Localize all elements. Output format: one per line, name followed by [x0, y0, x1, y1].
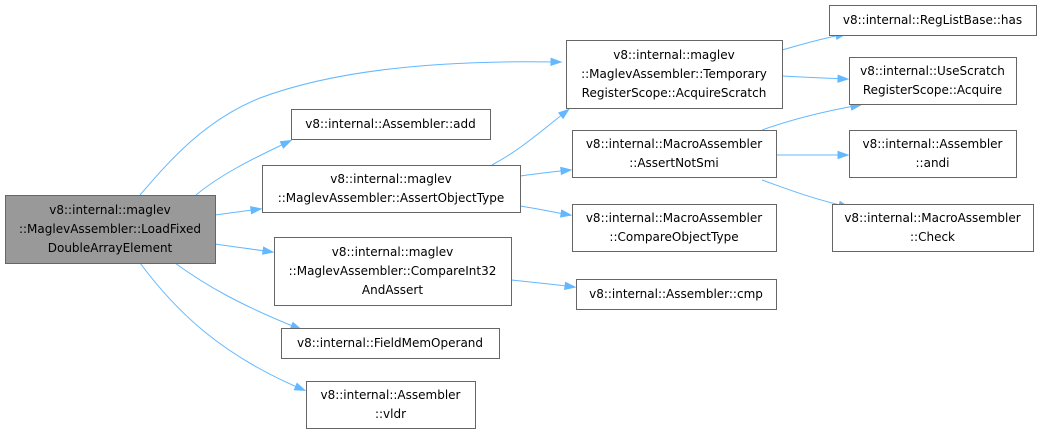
- node-label-line: v8::internal::maglev: [330, 172, 451, 186]
- edge-line: [139, 262, 305, 391]
- node-compareInt32[interactable]: v8::internal::maglev::MaglevAssembler::C…: [274, 237, 512, 306]
- node-label-line: ::AssertNotSmi: [629, 156, 718, 170]
- node-box: [281, 328, 500, 359]
- node-label-line: DoubleArrayElement: [48, 241, 173, 255]
- node-box: [262, 165, 521, 213]
- node-label-line: v8::internal::maglev: [613, 48, 734, 62]
- node-label-line: ::MaglevAssembler::LoadFixed: [19, 222, 201, 236]
- edge-acquireScratch-to-useScratchAcquire: [781, 74, 850, 83]
- node-box: [306, 381, 476, 429]
- node-label-line: RegisterScope::Acquire: [863, 83, 1002, 97]
- edge-arrowhead: [559, 209, 573, 218]
- node-label-line: ::MaglevAssembler::AssertObjectType: [278, 191, 505, 205]
- edge-line: [781, 75, 848, 80]
- node-label-line: ::MaglevAssembler::Temporary: [581, 67, 767, 81]
- edge-line: [174, 262, 301, 330]
- node-label-line: v8::internal::maglev: [332, 245, 453, 259]
- edge-arrowhead: [293, 382, 307, 391]
- node-box: [832, 204, 1034, 252]
- node-box: [274, 237, 512, 306]
- node-label-line: v8::internal::Assembler: [862, 137, 1002, 151]
- node-vldr[interactable]: v8::internal::Assembler::vldr: [306, 381, 476, 429]
- node-label-line: v8::internal::MacroAssembler: [586, 211, 762, 225]
- node-label-line: ::Check: [910, 230, 955, 244]
- edge-line: [139, 61, 561, 196]
- edge-root-to-compareInt32: [214, 243, 275, 255]
- edge-root-to-vldr: [139, 262, 307, 391]
- node-label-line: v8::internal::Assembler::cmp: [589, 287, 763, 301]
- node-check[interactable]: v8::internal::MacroAssembler::Check: [832, 204, 1034, 252]
- node-label-line: ::vldr: [375, 407, 406, 421]
- edge-root-to-assertObjectType: [214, 206, 263, 216]
- node-root[interactable]: v8::internal::maglev::MaglevAssembler::L…: [5, 195, 216, 264]
- edge-arrowhead: [564, 281, 577, 290]
- node-fieldMemOperand[interactable]: v8::internal::FieldMemOperand: [281, 328, 500, 359]
- node-add[interactable]: v8::internal::Assembler::add: [291, 109, 491, 140]
- edge-arrowhead: [279, 139, 293, 149]
- node-label-line: v8::internal::MacroAssembler: [586, 137, 762, 151]
- edge-assertObjectType-to-assertNotSmi: [519, 166, 573, 177]
- edge-assertObjectType-to-compareObjectType: [519, 205, 573, 218]
- node-useScratchAcquire[interactable]: v8::internal::UseScratchRegisterScope::A…: [849, 57, 1017, 105]
- node-box: [566, 40, 783, 109]
- edge-arrowhead: [550, 57, 563, 67]
- node-box: [5, 195, 216, 264]
- node-box: [576, 279, 777, 310]
- node-label-line: v8::internal::RegListBase::has: [843, 13, 1022, 27]
- edge-arrowhead: [837, 74, 850, 83]
- edge-line: [195, 140, 291, 196]
- nodes-layer: v8::internal::maglev::MaglevAssembler::L…: [5, 5, 1037, 429]
- edge-line: [781, 33, 846, 51]
- node-label-line: AndAssert: [362, 283, 423, 297]
- edge-arrowhead: [250, 206, 263, 215]
- edge-arrowhead: [837, 150, 850, 160]
- edge-line: [510, 279, 575, 288]
- edge-line: [491, 109, 569, 166]
- edge-compareInt32-to-cmp: [510, 279, 577, 290]
- node-label-line: v8::internal::UseScratch: [860, 64, 1005, 78]
- node-box: [849, 57, 1017, 105]
- node-box: [829, 5, 1037, 36]
- node-compareObjectType[interactable]: v8::internal::MacroAssembler::CompareObj…: [572, 204, 777, 252]
- edge-line: [761, 104, 861, 131]
- node-box: [572, 204, 777, 252]
- node-acquireScratch[interactable]: v8::internal::maglev::MaglevAssembler::T…: [566, 40, 783, 109]
- edge-arrowhead: [560, 166, 573, 176]
- node-box: [291, 109, 491, 140]
- node-andi[interactable]: v8::internal::Assembler::andi: [849, 130, 1017, 178]
- edge-assertNotSmi-to-andi: [776, 150, 850, 160]
- node-label-line: v8::internal::maglev: [49, 203, 170, 217]
- node-label-line: v8::internal::Assembler: [320, 388, 460, 402]
- node-label-line: RegisterScope::AcquireScratch: [582, 86, 767, 100]
- node-label-line: ::MaglevAssembler::CompareInt32: [289, 264, 497, 278]
- node-label-line: ::CompareObjectType: [609, 230, 738, 244]
- node-label-line: v8::internal::FieldMemOperand: [297, 336, 483, 350]
- edge-root-to-acquireScratch: [139, 57, 563, 196]
- edges-layer: [139, 31, 863, 391]
- node-box: [849, 130, 1017, 178]
- node-regListHas[interactable]: v8::internal::RegListBase::has: [829, 5, 1037, 36]
- node-assertObjectType[interactable]: v8::internal::maglev::MaglevAssembler::A…: [262, 165, 521, 213]
- node-assertNotSmi[interactable]: v8::internal::MacroAssembler::AssertNotS…: [572, 130, 777, 178]
- node-label-line: v8::internal::MacroAssembler: [844, 211, 1020, 225]
- node-label-line: v8::internal::Assembler::add: [305, 117, 475, 131]
- node-label-line: ::andi: [916, 156, 950, 170]
- edge-root-to-add: [195, 139, 293, 196]
- edge-arrowhead: [557, 108, 570, 120]
- node-box: [572, 130, 777, 178]
- edge-arrowhead: [261, 246, 275, 255]
- node-cmp[interactable]: v8::internal::Assembler::cmp: [576, 279, 777, 310]
- edge-line: [761, 179, 849, 208]
- edge-assertObjectType-to-acquireScratch: [491, 108, 570, 166]
